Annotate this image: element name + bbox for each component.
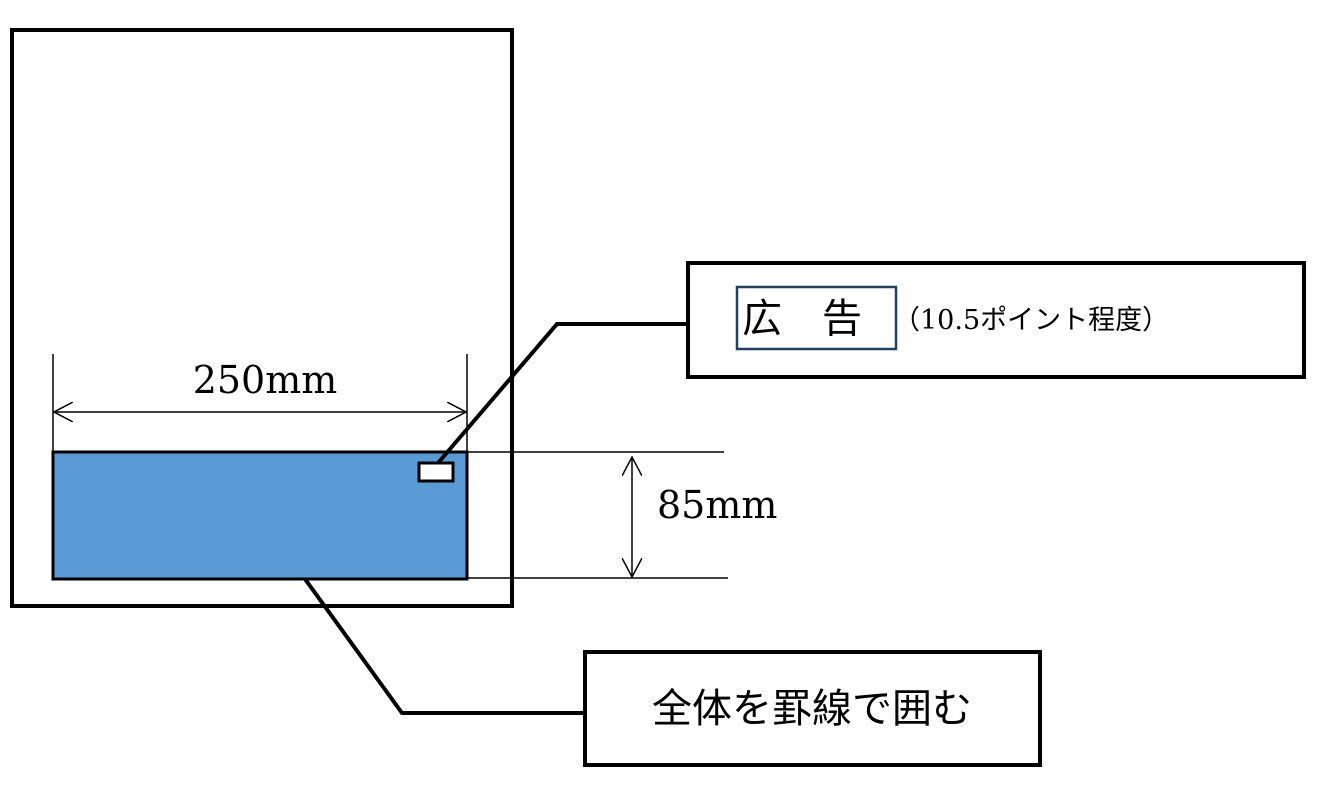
ad-label-note: （10.5ポイント程度） bbox=[893, 305, 1169, 336]
width-label: 250mm bbox=[193, 358, 338, 402]
ad-label: 広 告 bbox=[742, 296, 862, 342]
height-label: 85mm bbox=[657, 483, 777, 527]
ad-label-marker bbox=[417, 461, 455, 483]
border-callout-leader bbox=[303, 577, 585, 715]
border-callout-label: 全体を罫線で囲む bbox=[652, 686, 972, 732]
ad-area bbox=[51, 450, 469, 581]
ad-callout-box bbox=[686, 261, 1306, 379]
ad-callout-leader bbox=[436, 322, 688, 465]
border-callout-box bbox=[583, 650, 1042, 767]
ad-label-box bbox=[735, 285, 898, 351]
